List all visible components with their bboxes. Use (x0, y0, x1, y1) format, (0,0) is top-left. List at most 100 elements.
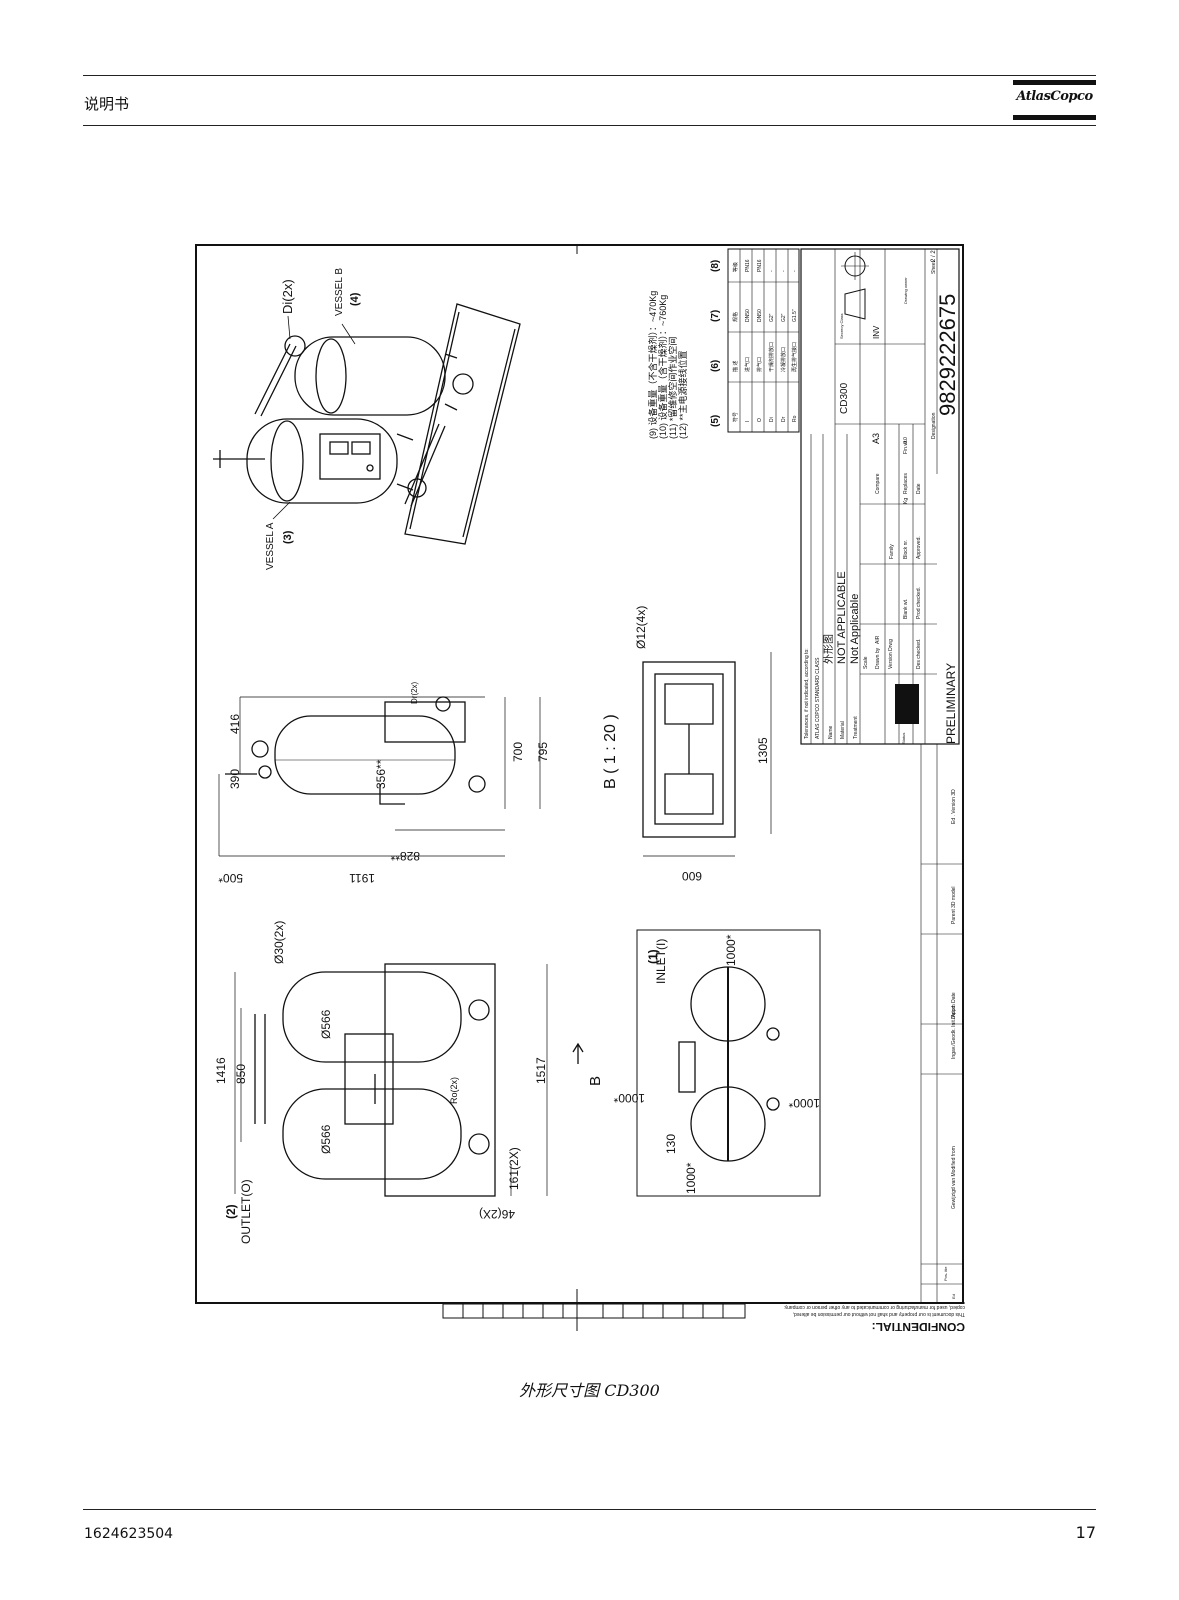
vessel-b (294, 336, 446, 416)
svg-text:VESSEL B: VESSEL B (334, 268, 345, 316)
svg-text:PRELIMINARY: PRELIMINARY (944, 663, 958, 744)
svg-text:等级: 等级 (732, 262, 739, 272)
svg-text:规格: 规格 (732, 312, 739, 322)
zone-letters: A B C D E F G (246, 244, 912, 245)
front-vessel-top (282, 971, 462, 1063)
svg-text:Ed . Version 3D: Ed . Version 3D (951, 789, 957, 824)
svg-text:Ro(2x): Ro(2x) (449, 1077, 459, 1104)
front-view (254, 963, 496, 1197)
arrow-b-icon (572, 1042, 584, 1064)
page-number: 17 (1075, 1523, 1096, 1542)
svg-text:(6): (6) (710, 360, 721, 372)
top-pipe (254, 343, 297, 417)
svg-text:Not Applicable: Not Applicable (849, 594, 861, 664)
svg-text:(9) 设备重量（不含干燥剂）：~470Kg: (9) 设备重量（不含干燥剂）：~470Kg (647, 291, 658, 439)
svg-text:Ro: Ro (792, 415, 798, 422)
svg-text:C: C (463, 244, 470, 245)
svg-text:Fin.wt.: Fin.wt. (903, 439, 909, 454)
svg-text:Prod checked.: Prod checked. (916, 587, 922, 619)
svg-text:(1): (1) (646, 949, 660, 964)
svg-text:356**: 356** (374, 759, 388, 789)
svg-text:PN16: PN16 (757, 259, 763, 272)
svg-text:VESSEL A: VESSEL A (265, 522, 276, 570)
plan-view-labels: B ( 1 : 20 ) 600 1305 Ø12(4x) (602, 606, 770, 883)
svg-text:Datum Date: Datum Date (951, 992, 957, 1019)
svg-text:Tolerances, if not indicated,: Tolerances, if not indicated, according … (804, 648, 810, 739)
svg-text:0.0: 0.0 (903, 437, 909, 444)
svg-text:Treatment: Treatment (853, 716, 859, 739)
svg-text:1517: 1517 (534, 1057, 548, 1084)
svg-text:Sheet: Sheet (931, 260, 937, 274)
svg-text:(2): (2) (224, 1204, 238, 1219)
svg-text:排气口: 排气口 (756, 357, 763, 372)
svg-text:161(2X): 161(2X) (507, 1147, 521, 1190)
svg-text:Des checked.: Des checked. (916, 639, 922, 669)
svg-text:A3: A3 (871, 433, 881, 444)
svg-text:1000*: 1000* (684, 1162, 698, 1194)
svg-text:Dr(2x): Dr(2x) (410, 681, 419, 704)
svg-text:Material: Material (840, 721, 846, 739)
footer-rule (83, 1509, 1096, 1510)
inlet-view-labels: INLET(I) (1) 1000* 1000* 1000* 130 1000* (613, 934, 820, 1194)
isometric-labels: VESSEL A (3) VESSEL B (4) Di(2x) (265, 268, 361, 570)
svg-text:1911: 1911 (349, 871, 375, 885)
svg-text:Version Drwg: Version Drwg (888, 639, 894, 669)
svg-text:Ø30(2x): Ø30(2x) (272, 921, 286, 964)
svg-text:Ed: Ed (951, 1294, 956, 1299)
svg-text:DN50: DN50 (745, 309, 751, 322)
svg-text:390: 390 (228, 769, 242, 789)
svg-text:2 / 2: 2 / 2 (931, 250, 937, 262)
svg-text:Family: Family (889, 544, 895, 559)
svg-text:再生排气接口: 再生排气接口 (791, 342, 798, 372)
svg-text:1000*: 1000* (788, 1096, 820, 1110)
svg-text:1000*: 1000* (613, 1091, 645, 1105)
plan-view-dims (643, 652, 772, 857)
svg-text:G: G (905, 244, 912, 245)
svg-text:Pos- itie: Pos- itie (943, 1266, 948, 1281)
svg-text:Ingav./Geodk. Init./Appd.: Ingav./Geodk. Init./Appd. (951, 1004, 957, 1059)
svg-text:-: - (769, 270, 775, 272)
svg-text:(11) *留维修空间作业空间: (11) *留维修空间作业空间 (667, 337, 678, 439)
svg-text:冷凝排放口: 冷凝排放口 (780, 347, 787, 372)
svg-text:描 述: 描 述 (732, 361, 739, 372)
svg-text:9829222675: 9829222675 (935, 294, 960, 416)
svg-text:D: D (581, 244, 588, 245)
svg-text:I: I (745, 421, 751, 422)
svg-text:Dr: Dr (781, 416, 787, 422)
svg-text:700: 700 (511, 742, 525, 762)
svg-text:(5): (5) (710, 415, 721, 427)
logo-text: AtlasCopco (1016, 89, 1093, 104)
front-vessel-bottom (282, 1088, 462, 1180)
svg-text:INV: INV (872, 325, 881, 339)
svg-text:Status: Status (901, 733, 906, 744)
front-view-dims (234, 964, 548, 1196)
svg-text:外形图: 外形图 (823, 634, 835, 664)
svg-text:Di(2x): Di(2x) (280, 279, 295, 314)
svg-text:-: - (781, 270, 787, 272)
svg-text:1305: 1305 (756, 737, 770, 764)
document-number: 1624623504 (84, 1526, 174, 1542)
weight-notes: (9) 设备重量（不含干燥剂）：~470Kg (10) 设备重量（含干燥剂）：~… (647, 291, 688, 439)
side-view-dims (218, 696, 541, 857)
svg-text:Scale: Scale (863, 656, 869, 669)
confidential-line-1: This document is our property and shall … (793, 1311, 965, 1317)
svg-text:Replaces: Replaces (903, 473, 909, 494)
atlas-copco-logo: AtlasCopco (1013, 80, 1096, 124)
svg-text:Parent 3D model: Parent 3D model (951, 886, 957, 924)
title-block: Tolerances, if not indicated, according … (800, 248, 963, 1302)
svg-text:130: 130 (664, 1134, 678, 1154)
svg-text:Date: Date (916, 483, 922, 494)
svg-text:B: B (356, 244, 363, 245)
svg-text:OUTLET(O): OUTLET(O) (239, 1179, 253, 1244)
side-view (225, 696, 486, 805)
svg-text:DN50: DN50 (757, 309, 763, 322)
svg-text:(10) 设备重量（含干燥剂）：~760Kg: (10) 设备重量（含干燥剂）：~760Kg (657, 295, 668, 439)
header-bottom-rule (83, 125, 1096, 126)
connection-table: (5) (6) (7) (8) 符号 描 述 规格 等级 I 进气口 DN50 … (710, 248, 800, 433)
svg-text:B: B (587, 1076, 604, 1086)
plan-frame (642, 661, 736, 838)
bottom-strip (442, 1303, 746, 1319)
svg-text:G2": G2" (769, 313, 775, 322)
svg-text:ATLAS COPCO STANDARD CLASS: ATLAS COPCO STANDARD CLASS (815, 657, 821, 739)
document-title: 说明书 (84, 95, 130, 113)
